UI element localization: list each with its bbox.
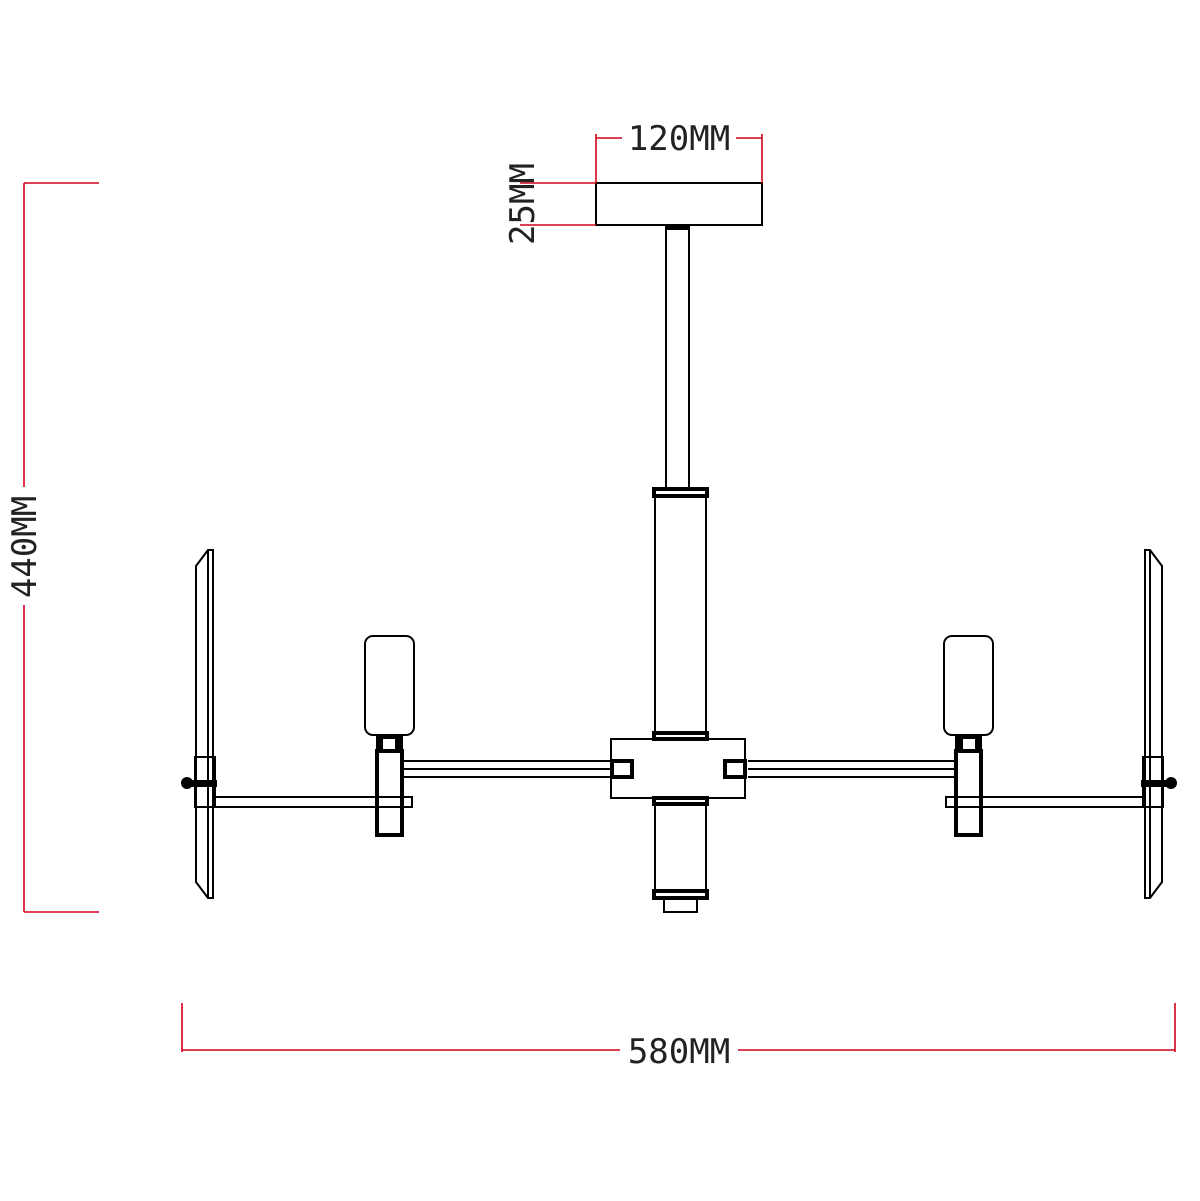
total-height-label: 440MM bbox=[5, 496, 45, 598]
dimension-total-width: 580MM bbox=[181, 1003, 1176, 1072]
canopy bbox=[595, 182, 763, 226]
center-column bbox=[610, 487, 747, 913]
total-width-label: 580MM bbox=[628, 1032, 730, 1072]
down-rod bbox=[665, 224, 690, 490]
dimension-canopy-height: 25MM bbox=[503, 163, 596, 245]
dimension-total-height: 440MM bbox=[5, 182, 99, 913]
right-arm bbox=[748, 549, 1177, 899]
left-arm bbox=[181, 549, 610, 899]
canopy-height-label: 25MM bbox=[503, 163, 543, 245]
dimension-canopy-width: 120MM bbox=[595, 119, 763, 183]
canopy-width-label: 120MM bbox=[628, 119, 730, 159]
